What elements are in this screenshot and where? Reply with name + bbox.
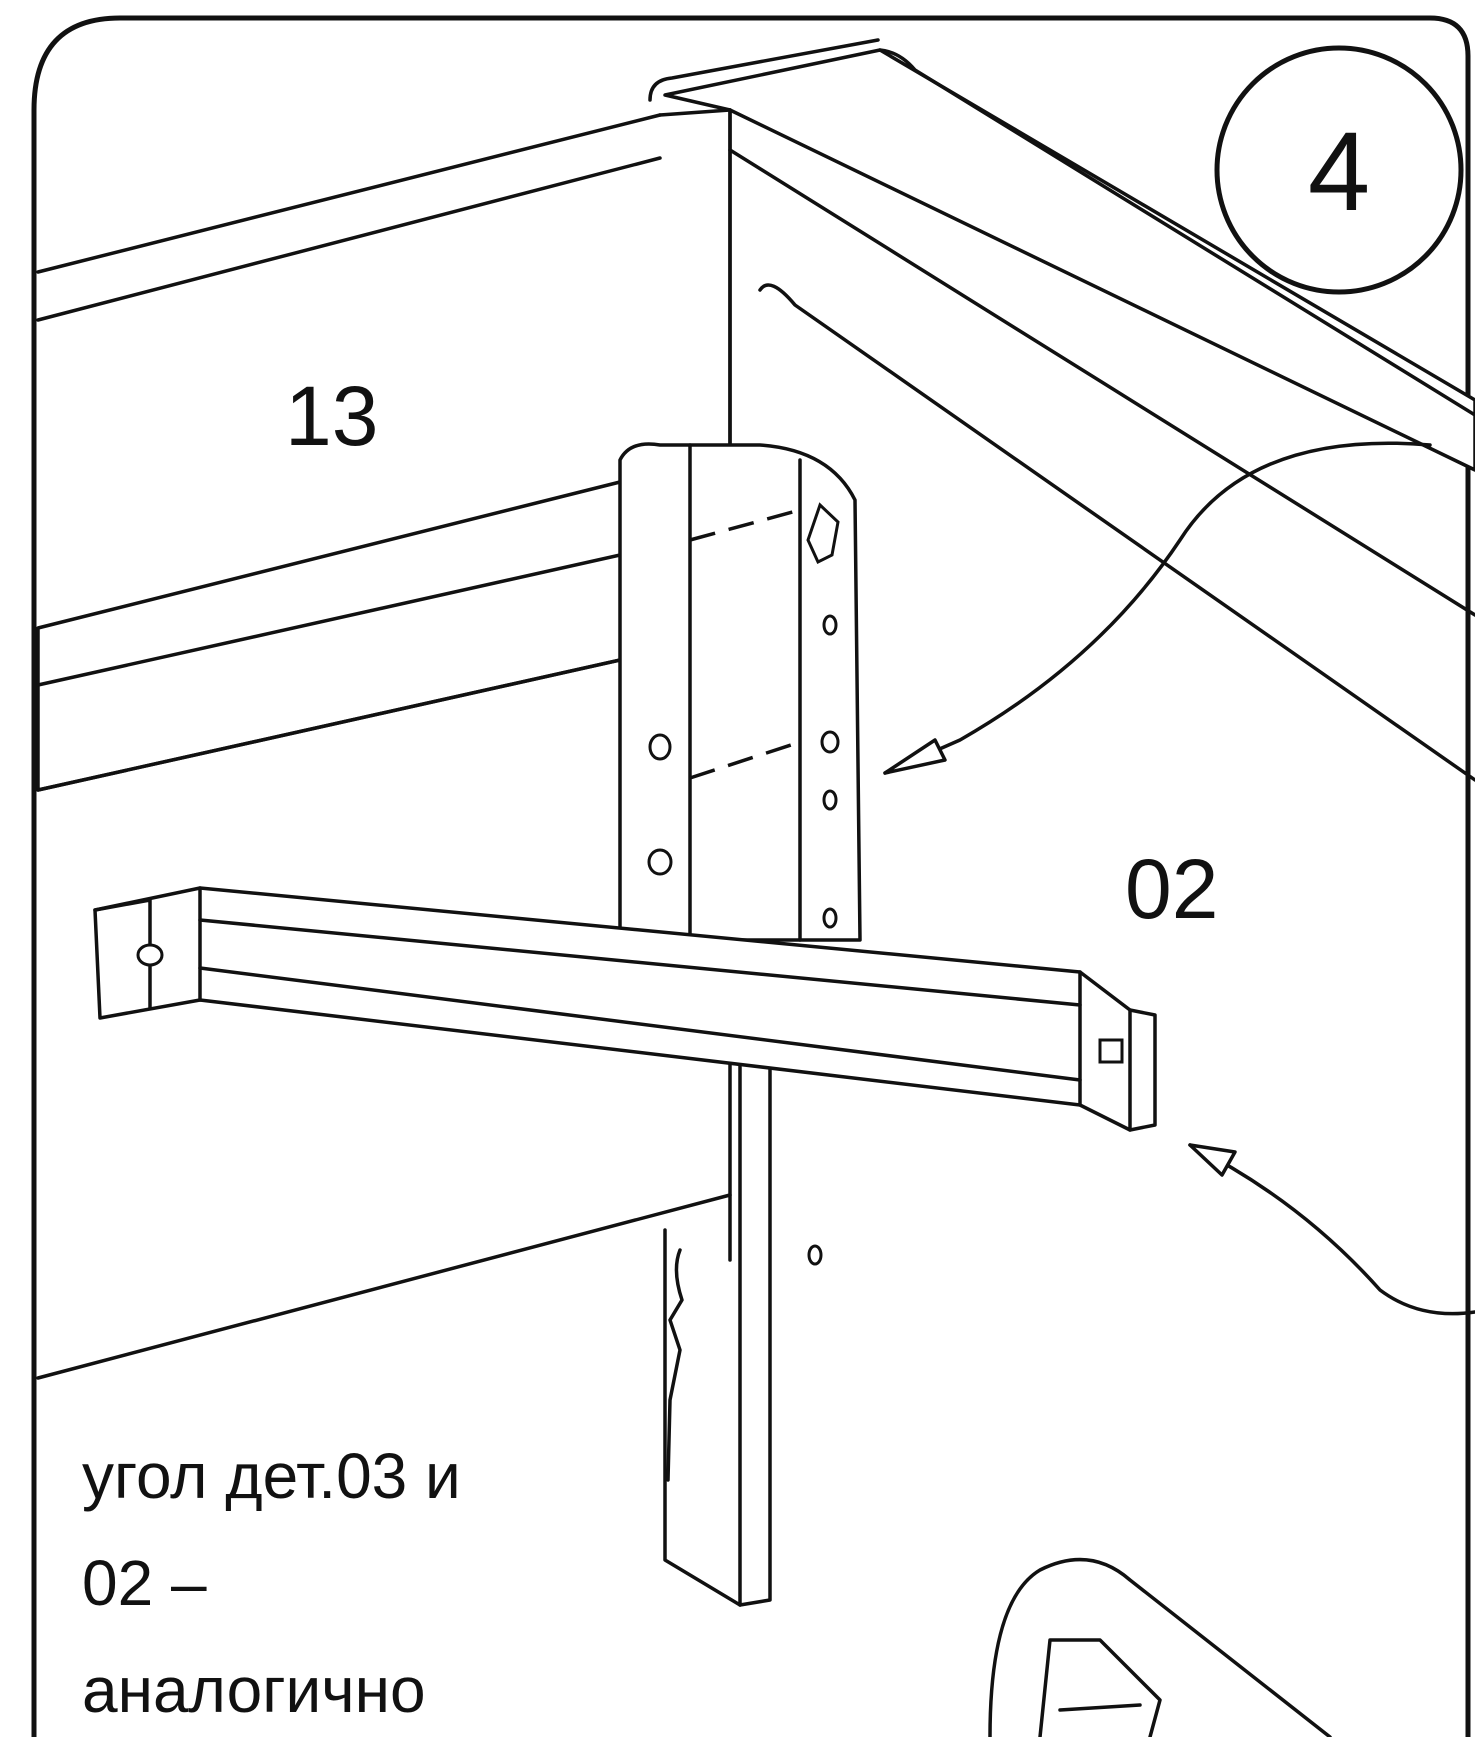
part-label-13: 13 <box>285 369 378 463</box>
vertical-leg <box>618 442 862 942</box>
note-line-2: 02 – <box>82 1547 207 1619</box>
top-beam <box>648 38 1475 782</box>
angle-bracket <box>93 886 1157 1132</box>
arrow-lower <box>1188 1143 1475 1316</box>
part-label-02: 02 <box>1125 842 1218 936</box>
frame-border <box>31 15 1471 1740</box>
note-line-1: угол дет.03 и <box>82 1440 461 1512</box>
arrow-upper <box>883 441 1432 775</box>
step-circle <box>1214 45 1464 295</box>
rail-13 <box>36 480 667 792</box>
lower-leg <box>663 1058 823 1607</box>
step-number: 4 <box>1308 109 1370 234</box>
bottom-detail <box>988 1557 1332 1739</box>
note-line-3: аналогично <box>82 1654 426 1726</box>
